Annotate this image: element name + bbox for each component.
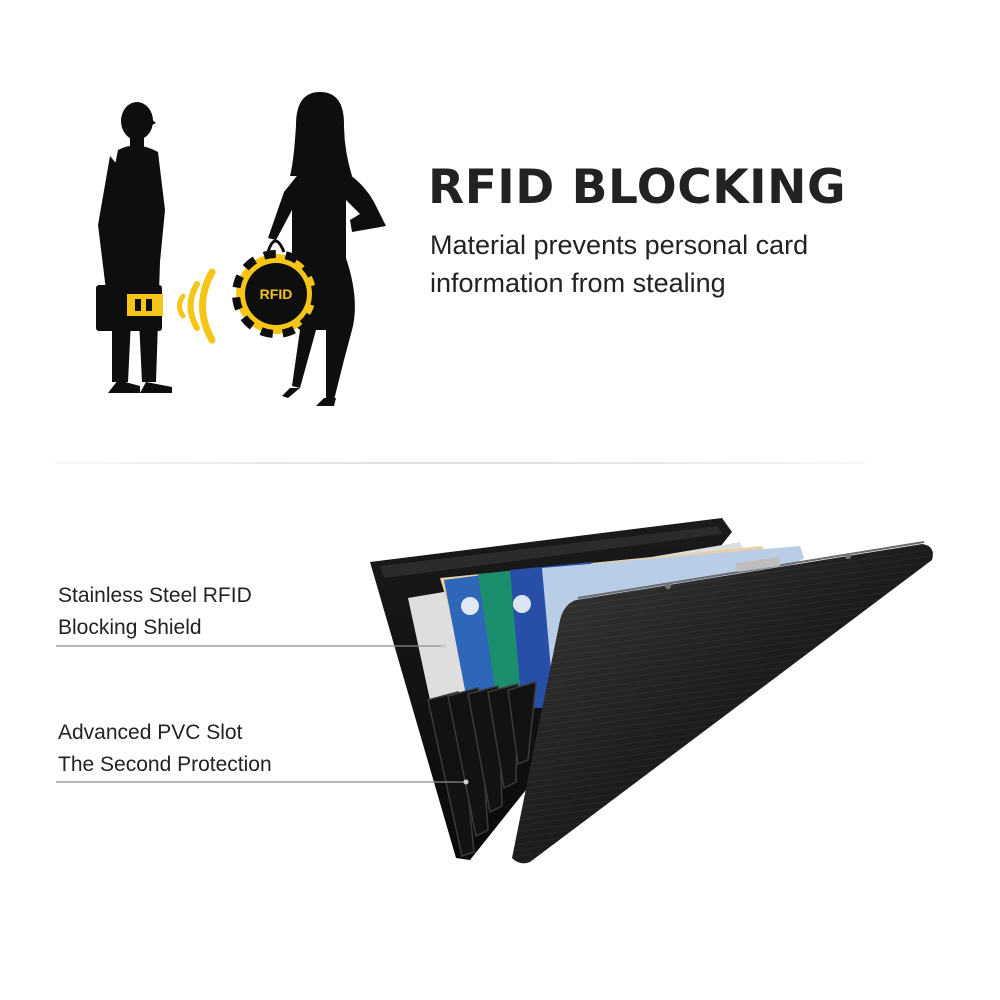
callout-2-line-2: The Second Protection	[58, 753, 272, 776]
pvc-card-slots	[427, 680, 537, 857]
briefcase	[96, 276, 163, 331]
callout-leaders	[56, 645, 466, 783]
callout-1-line-2: Blocking Shield	[58, 616, 202, 639]
callout-steel-shield: Stainless Steel RFID Blocking Shield	[58, 580, 252, 644]
page-title: RFID BLOCKING	[428, 160, 847, 215]
rfid-handbag-icon	[232, 239, 320, 338]
page-subtitle: Material prevents personal card informat…	[430, 226, 808, 302]
section-divider	[54, 462, 866, 464]
callout-pvc-slot: Advanced PVC Slot The Second Protection	[58, 717, 272, 781]
wallet-front-lid	[512, 541, 933, 864]
woman-silhouette	[268, 92, 386, 406]
subtitle-line-2: information from stealing	[430, 268, 726, 298]
rfid-illustration: RFID	[96, 92, 386, 406]
rfid-tag-label: RFID	[260, 286, 293, 302]
callout-1-line-1: Stainless Steel RFID	[58, 584, 252, 607]
signal-waves-icon	[177, 268, 216, 344]
callout-2-line-1: Advanced PVC Slot	[58, 721, 243, 744]
callout-dots	[441, 643, 469, 785]
subtitle-line-1: Material prevents personal card	[430, 230, 809, 260]
